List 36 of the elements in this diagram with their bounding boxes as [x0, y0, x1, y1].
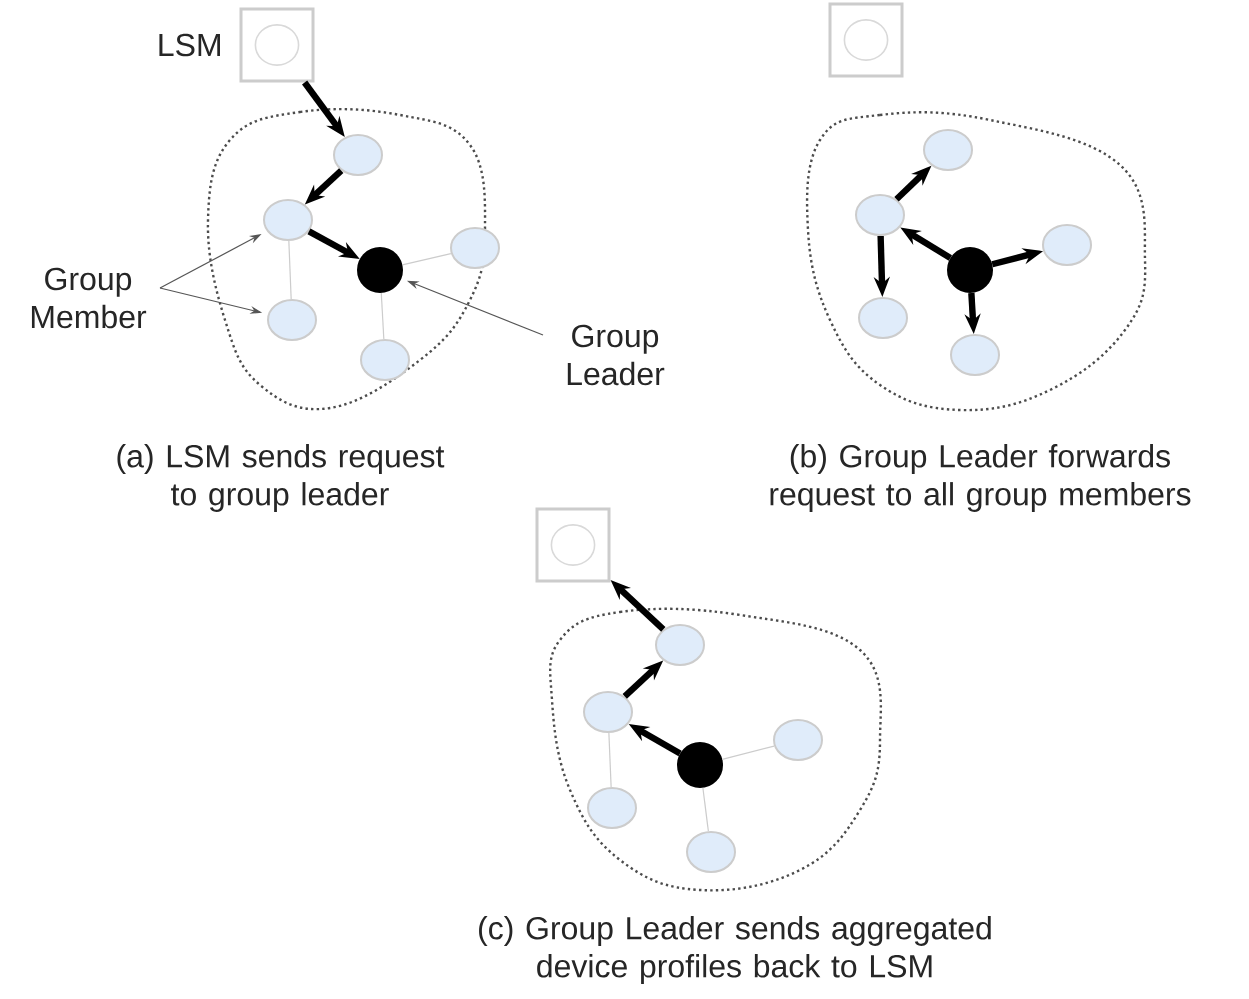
member-node — [263, 199, 313, 241]
member-node — [686, 831, 736, 873]
member-node — [360, 339, 410, 381]
link-line — [380, 292, 385, 340]
leader-node — [947, 247, 993, 293]
member-node — [858, 297, 908, 339]
link-line — [288, 240, 292, 300]
caption: (c) Group Leader sends aggregated device profiles back to LSM — [479, 916, 991, 984]
member-node — [950, 334, 1000, 376]
member-node — [655, 624, 705, 666]
box-label: LSM — [159, 33, 220, 57]
member-node — [333, 134, 383, 176]
group-region — [548, 607, 883, 892]
member-node — [267, 299, 317, 341]
link-line — [608, 732, 612, 788]
callout-text: Group Member — [31, 267, 147, 329]
caption: (a) LSM sends request to group leader — [117, 444, 445, 512]
device-box — [239, 7, 315, 83]
group-region — [206, 107, 487, 411]
member-node — [587, 787, 637, 829]
device-box — [535, 507, 611, 583]
link-line — [401, 252, 452, 266]
member-node — [773, 719, 823, 761]
group-region — [805, 111, 1147, 412]
link-line — [702, 787, 709, 832]
leader-node — [357, 247, 403, 293]
member-node — [1042, 224, 1092, 266]
leader-node — [677, 742, 723, 788]
device-box — [828, 2, 904, 78]
member-node — [450, 227, 500, 269]
callout-text: Group Leader — [567, 324, 665, 386]
caption: (b) Group Leader forwards request to all group members — [770, 444, 1191, 512]
link-line — [721, 745, 775, 760]
member-node — [583, 691, 633, 733]
member-node — [855, 194, 905, 236]
member-node — [923, 129, 973, 171]
